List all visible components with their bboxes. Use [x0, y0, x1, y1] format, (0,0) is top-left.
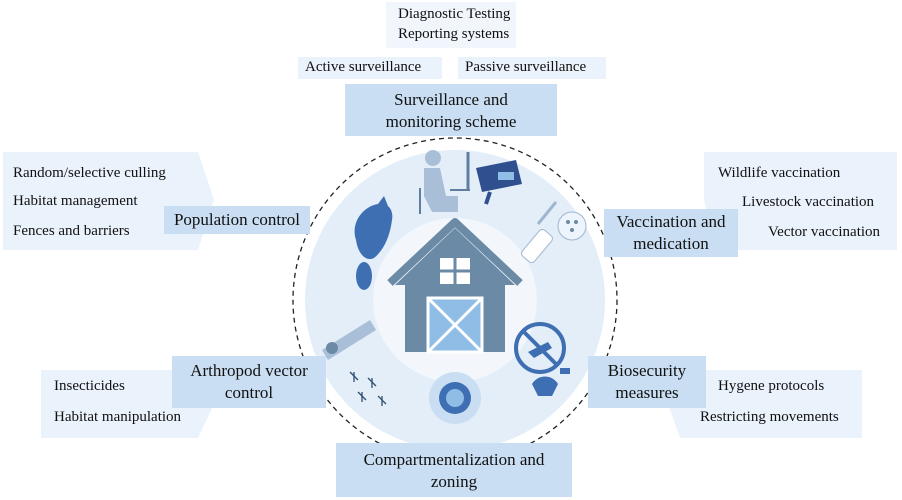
surveillance-person-icon	[419, 150, 470, 214]
surveillance-label-line2: monitoring scheme	[385, 112, 517, 131]
diagnostics-box	[386, 2, 516, 48]
arthropod-item-insecticides: Insecticides	[54, 378, 125, 394]
compartmentalization-label: Compartmentalization and zoning	[336, 443, 572, 497]
compartmentalization-label-line2: zoning	[430, 472, 478, 491]
arthropod-label-line2: control	[224, 383, 274, 402]
handwashing-icon	[532, 368, 570, 396]
vaccination-item-wildlife: Wildlife vaccination	[718, 165, 841, 181]
spray-icon	[322, 320, 376, 360]
vaccination-item-vector: Vector vaccination	[768, 224, 881, 240]
mosquito-icons	[349, 371, 387, 406]
biosecurity-label: Biosecurity measures	[588, 356, 706, 408]
arthropod-label: Arthropod vector control	[172, 356, 326, 408]
security-camera-icon	[476, 160, 522, 205]
vaccine-vial-icon	[521, 211, 587, 264]
compartmentalization-label-line1: Compartmentalization and	[363, 450, 545, 469]
biosecurity-item-movements: Restricting movements	[700, 409, 839, 425]
barn-icon	[387, 218, 523, 354]
vaccination-item-livestock: Livestock vaccination	[742, 194, 875, 210]
population-item-fences: Fences and barriers	[13, 223, 130, 239]
wild-boar-icon	[354, 196, 393, 260]
active-surveillance-box	[298, 57, 442, 79]
arthropod-label-line1: Arthropod vector	[190, 361, 308, 380]
surveillance-label-line1: Surveillance and	[394, 90, 508, 109]
active-surveillance-text: Active surveillance	[305, 59, 422, 75]
biosecurity-label-line1: Biosecurity	[607, 361, 687, 380]
no-contact-icon	[514, 322, 566, 374]
piglet-icon	[356, 262, 372, 290]
population-item-culling: Random/selective culling	[13, 165, 166, 181]
vaccination-label-line1: Vaccination and	[616, 212, 726, 231]
diagnostic-testing-text: Diagnostic Testing	[398, 6, 511, 22]
biosecurity-label-line2: measures	[615, 383, 679, 402]
population-item-habitat: Habitat management	[13, 193, 138, 209]
population-control-label: Population control	[164, 206, 310, 234]
biosecurity-item-hygiene: Hygene protocols	[718, 378, 825, 394]
reporting-systems-text: Reporting systems	[398, 26, 510, 42]
vaccination-label: Vaccination and medication	[604, 209, 738, 257]
passive-surveillance-text: Passive surveillance	[465, 59, 587, 75]
arthropod-item-habitat: Habitat manipulation	[54, 409, 182, 425]
vaccination-label-line2: medication	[633, 234, 709, 253]
syringe-icon	[536, 201, 558, 225]
surveillance-label: Surveillance and monitoring scheme	[345, 84, 557, 136]
virus-icon	[429, 372, 481, 424]
passive-surveillance-box	[458, 57, 606, 79]
